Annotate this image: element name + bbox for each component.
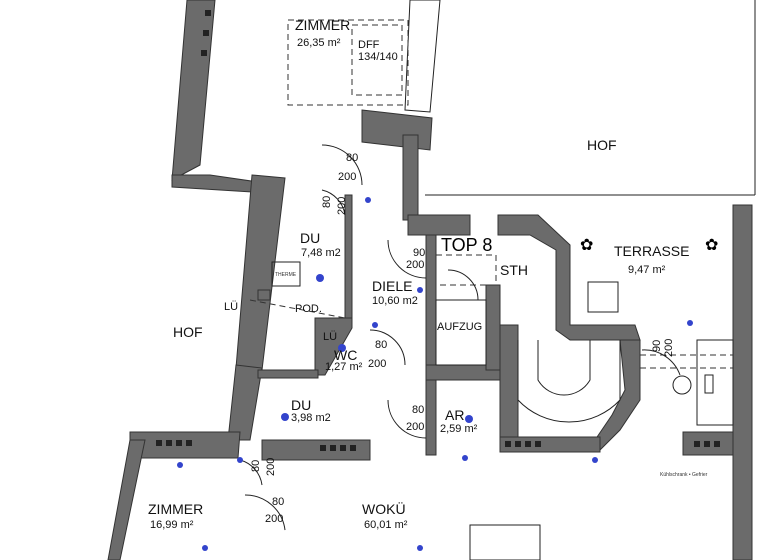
room-label-wc: WC [334,347,357,363]
sth-label: STH [500,262,528,278]
therme-label: THERME [275,272,297,278]
therme-box [271,261,301,287]
room-label-terrasse: TERRASSE [614,243,689,259]
door-swings [239,144,681,531]
room-label-aufzug: AUFZUG [437,321,482,333]
door-height: 200 [338,171,356,183]
room-label-du-small: DU [291,397,311,413]
room-label-du-large: DU [300,230,320,246]
door-height: 200 [265,513,283,525]
door-width: 90 [413,247,425,259]
room-area-du-small: 3,98 m2 [291,412,331,424]
room-area-wc: 1,27 m² [325,361,363,373]
room-label-zimmer-top: ZIMMER [295,17,350,33]
room-label-zimmer-bottom: ZIMMER [148,501,203,517]
lue-label-2: LÜ [323,331,337,343]
door-height: 200 [265,458,277,476]
door-width: 80 [375,339,387,351]
door-width: 80 [346,152,358,164]
room-area-zimmer-top: 26,35 m² [297,37,341,49]
door-height: 200 [406,421,424,433]
door-width: 80 [321,196,333,208]
door-height: 200 [406,259,424,271]
room-label-hof-left: HOF [173,324,203,340]
lue-label-1: LÜ [224,301,238,313]
room-area-zimmer-bottom: 16,99 m² [150,519,194,531]
outlines [249,0,756,560]
plant-icon: ✿ [580,237,593,254]
room-area-du-large: 7,48 m2 [301,247,341,259]
unit-label: TOP 8 [441,235,492,255]
room-area-terrasse: 9,47 m² [628,264,666,276]
door-width: 80 [272,496,284,508]
room-area-diele: 10,60 m2 [372,295,418,307]
fridge-label: Kühlschrank • Gefrier [660,472,708,478]
door-height: 200 [368,358,386,370]
room-area-wokue: 60,01 m² [364,519,408,531]
plant-icon: ✿ [705,237,718,254]
room-label-diele: DIELE [372,278,412,294]
pod-label: POD. [295,303,322,315]
dff-label: DFF [358,39,380,51]
elevator-shaft [435,299,487,366]
door-height: 200 [336,197,348,215]
door-width: 90 [651,340,663,352]
door-height: 200 [663,339,675,357]
room-area-ar: 2,59 m² [440,423,478,435]
door-width: 80 [250,460,262,472]
door-width: 80 [412,404,424,416]
room-label-hof-right: HOF [587,137,617,153]
electrical-symbols [177,197,693,551]
walls [107,0,753,560]
room-label-ar: AR [445,407,464,423]
window-marks [156,10,720,451]
room-label-wokue: WOKÜ [362,500,406,517]
dff-size: 134/140 [358,51,398,63]
door-dimensions: 80 200 80 200 90 200 80 200 80 200 90 20… [250,152,675,525]
